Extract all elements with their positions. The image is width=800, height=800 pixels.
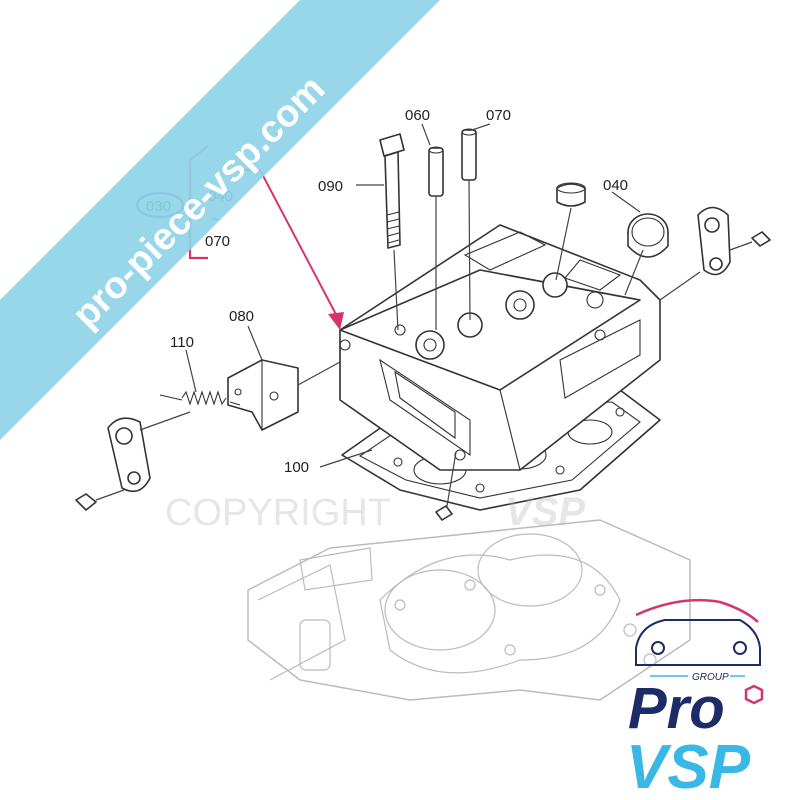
cylinder-head — [339, 224, 661, 471]
copyright-watermark: COPYRIGHT VSP — [165, 490, 585, 534]
spring-110 — [159, 390, 241, 406]
logo-vsp-text: VSP — [626, 733, 751, 800]
label-100: 100 — [284, 459, 309, 476]
logo-pro-text: Pro — [628, 676, 725, 741]
callout-arrow-head — [328, 312, 344, 330]
label-090: 090 — [318, 178, 343, 195]
bolt-090 — [379, 133, 405, 331]
cup-plug-small — [555, 182, 586, 281]
valve-guide-070 — [461, 128, 477, 321]
bracket-080 — [227, 359, 341, 431]
banner-band — [0, 0, 440, 440]
plug-040 — [624, 213, 669, 296]
leader-100 — [319, 449, 373, 468]
leader-070 — [471, 123, 491, 131]
logo-hex-dot — [744, 684, 764, 705]
lifting-eye-left — [75, 411, 191, 511]
logo-car-light-left — [651, 641, 665, 655]
label-110: 110 — [170, 334, 194, 351]
leader-060 — [421, 123, 431, 146]
logo-car-light-right — [733, 641, 747, 655]
label-070: 070 — [486, 107, 511, 124]
lifting-eye-right — [659, 206, 771, 301]
leader-040 — [611, 191, 641, 213]
copyright-vsp: VSP — [505, 490, 585, 534]
engine-block — [247, 519, 691, 701]
leader-110 — [185, 349, 197, 393]
label-080: 080 — [229, 308, 254, 325]
valve-guide-060 — [428, 146, 444, 330]
copyright-text: COPYRIGHT — [165, 492, 391, 534]
logo-car-body — [635, 619, 761, 666]
leader-080 — [247, 325, 263, 361]
pro-vsp-logo: GROUP Pro VSP — [626, 598, 764, 800]
small-bolt — [435, 451, 457, 521]
logo-car-roof — [635, 598, 759, 623]
logo-group-text: GROUP — [692, 672, 729, 683]
callout-070: 070 — [205, 233, 230, 250]
label-060: 060 — [405, 107, 430, 124]
label-040: 040 — [603, 177, 628, 194]
